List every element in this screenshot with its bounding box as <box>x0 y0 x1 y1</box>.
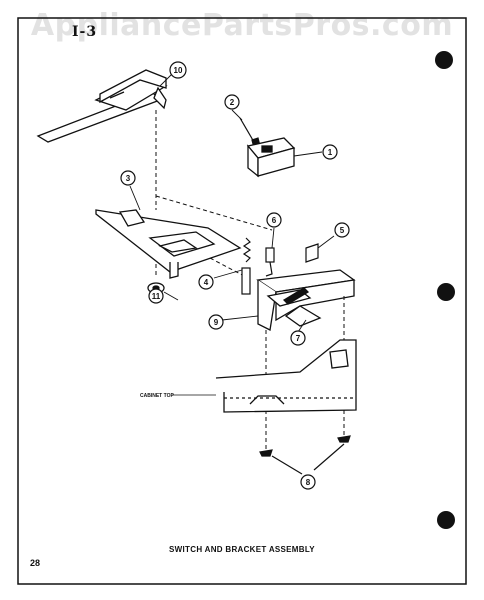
part-bottom-screws <box>259 435 351 475</box>
callout-label: 3 <box>126 174 131 183</box>
punch-hole <box>437 511 455 529</box>
callout-4 <box>198 274 214 290</box>
callout-8 <box>300 474 316 490</box>
callout-10 <box>169 61 187 79</box>
page-number: 28 <box>30 558 41 568</box>
assembly-line <box>155 195 273 231</box>
callout-label: 7 <box>296 334 301 343</box>
callout-11 <box>148 288 164 304</box>
callout-2 <box>224 94 240 110</box>
watermark: AppliancePartsPros.com <box>30 8 454 43</box>
callout-9 <box>208 314 224 330</box>
part-bracket-plate <box>95 209 242 279</box>
callout-3 <box>120 170 136 186</box>
diagram-caption: SWITCH AND BRACKET ASSEMBLY <box>169 545 315 554</box>
part-spring <box>241 237 252 295</box>
callout-label: 1 <box>328 148 333 157</box>
callout-6 <box>266 212 282 228</box>
section-id: I-3 <box>72 24 98 40</box>
callout-label: 6 <box>272 216 277 225</box>
callout-7 <box>290 330 306 346</box>
part-lever-arm <box>36 69 168 143</box>
cabinet-top-label: CABINET TOP <box>140 393 174 399</box>
callout-label: 10 <box>174 66 183 75</box>
callout-1 <box>322 144 338 160</box>
callout-label: 8 <box>306 478 311 487</box>
callout-leaders <box>129 73 335 333</box>
punch-hole <box>435 51 453 69</box>
part-wire-connector <box>265 247 275 277</box>
callout-label: 4 <box>204 278 209 287</box>
punch-hole <box>437 283 455 301</box>
part-terminal-clip <box>305 243 319 263</box>
cabinet-top <box>215 339 357 413</box>
part-switch <box>246 137 296 178</box>
callout-label: 5 <box>340 226 345 235</box>
callout-label: 9 <box>214 318 219 327</box>
part-switch-housing <box>256 269 356 331</box>
callout-5 <box>334 222 350 238</box>
callout-label: 11 <box>152 292 161 301</box>
callout-label: 2 <box>230 98 235 107</box>
callouts <box>120 61 350 490</box>
page-frame <box>17 17 467 585</box>
